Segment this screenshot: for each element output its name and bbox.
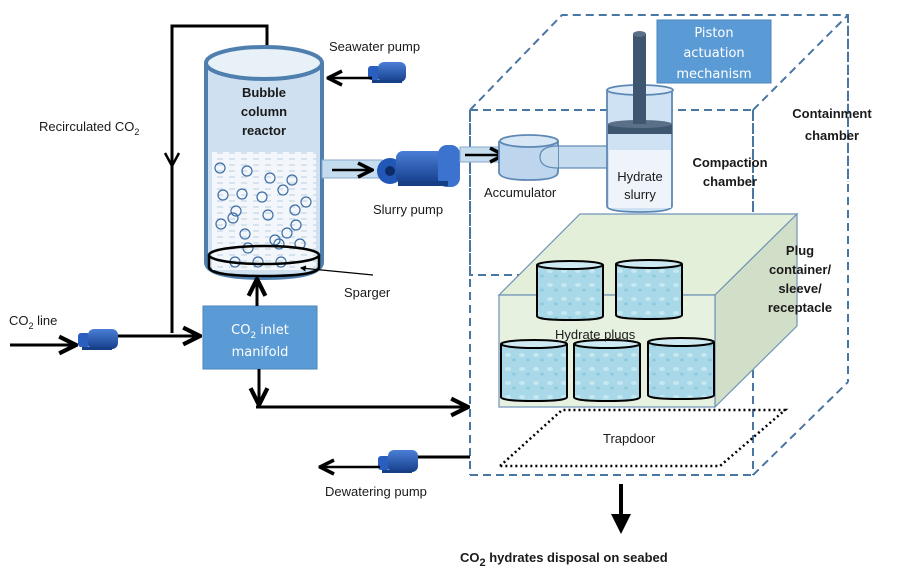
hydrate-plugs-label: Hydrate plugs xyxy=(555,327,636,342)
containment-chamber-label-1: Containment xyxy=(792,106,872,121)
bubble xyxy=(275,256,287,268)
bubble-column-reactor xyxy=(204,45,324,281)
reactor-label-3: reactor xyxy=(242,123,286,138)
accumulator xyxy=(498,134,611,181)
piston-label-2: actuation xyxy=(683,46,744,61)
hydrate-slurry-label-2: slurry xyxy=(624,187,656,202)
trapdoor xyxy=(496,408,789,468)
slurry-pump[interactable] xyxy=(377,145,460,187)
bubble xyxy=(256,191,268,203)
trapdoor-label: Trapdoor xyxy=(603,431,656,446)
bubble xyxy=(289,204,301,216)
bubble xyxy=(290,219,302,231)
hydrate-plug xyxy=(536,260,604,322)
bubble xyxy=(239,228,251,240)
bubble xyxy=(215,218,227,230)
bubble xyxy=(242,242,254,254)
bubble xyxy=(264,172,276,184)
reactor-label-2: column xyxy=(241,104,287,119)
bubble xyxy=(214,162,226,174)
hydrate-plug xyxy=(500,339,568,403)
seawater-pump-label: Seawater pump xyxy=(329,39,420,54)
bubble xyxy=(230,205,242,217)
bubble xyxy=(217,189,229,201)
containment-chamber-label-2: chamber xyxy=(805,128,859,143)
piston-head xyxy=(608,124,672,134)
bubble xyxy=(286,174,298,186)
hydrate-plug xyxy=(647,337,715,401)
sparger-label: Sparger xyxy=(344,285,391,300)
plug-container-label-3: sleeve/ xyxy=(778,281,822,296)
bubble xyxy=(236,188,248,200)
manifold-label-2: manifold xyxy=(232,345,289,360)
bubble xyxy=(241,165,253,177)
co2-inlet-manifold: CO2 inlet manifold xyxy=(202,305,318,370)
bubble xyxy=(252,256,264,268)
plug-container-label-2: container/ xyxy=(769,262,832,277)
hydrate-slurry-label-1: Hydrate xyxy=(617,169,663,184)
hydrate-plug xyxy=(615,259,683,321)
sparger-pointer xyxy=(299,265,374,276)
plug-container-label-1: Plug xyxy=(786,243,814,258)
bubble xyxy=(281,227,293,239)
piston-label-3: mechanism xyxy=(676,67,751,82)
manifold-label-1: CO2 inlet xyxy=(231,323,289,341)
reactor-label-1: Bubble xyxy=(242,85,286,100)
recirculated-co2-label: Recirculated CO2 xyxy=(39,119,139,137)
dewatering-pump[interactable] xyxy=(378,450,418,473)
plug-container-label-4: receptacle xyxy=(768,300,832,315)
hydrate-plug xyxy=(573,339,641,403)
piston-label-1: Piston xyxy=(694,26,733,41)
slurry-pump-label: Slurry pump xyxy=(373,202,443,217)
bubble xyxy=(262,209,274,221)
co2-line-pump[interactable] xyxy=(78,329,118,350)
bubble xyxy=(227,212,239,224)
accumulator-label: Accumulator xyxy=(484,185,557,200)
dewatering-pump-label: Dewatering pump xyxy=(325,484,427,499)
sparger-disc xyxy=(207,244,321,278)
compaction-chamber-label-2: chamber xyxy=(703,174,757,189)
bubble xyxy=(277,184,289,196)
seawater-pump[interactable] xyxy=(368,62,406,83)
compaction-chamber xyxy=(606,31,674,213)
hydrate-plugs xyxy=(500,259,715,403)
recirculated-co2-line xyxy=(163,24,269,333)
bubble xyxy=(273,238,285,250)
disposal-label: CO2 hydrates disposal on seabed xyxy=(460,550,668,567)
piston-rod xyxy=(633,34,646,124)
piston-actuation-box: Piston actuation mechanism xyxy=(656,19,772,84)
compaction-chamber-label-1: Compaction xyxy=(692,155,767,170)
bubble xyxy=(300,196,312,208)
co2-line-label: CO2 line xyxy=(9,313,57,331)
